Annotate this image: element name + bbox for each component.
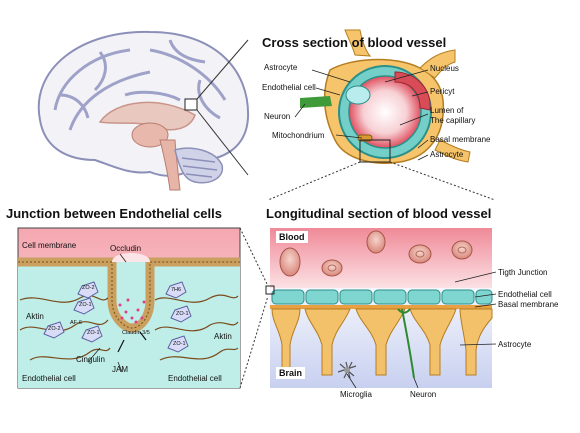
cross-leader-lines: [294, 69, 429, 161]
label-endothelial-right: Endothelial cell: [168, 374, 222, 383]
zoom-dotted-junction-bottom: [239, 295, 269, 389]
label-7h6: 7H6: [171, 287, 182, 293]
label-occludin: Occludin: [110, 244, 142, 253]
label-blood: Blood: [276, 231, 308, 243]
longitudinal-panel: [265, 228, 493, 388]
junction-panel: [17, 227, 241, 389]
longitudinal-title: Longitudinal section of blood vessel: [266, 206, 492, 221]
label-basal-membrane-cross: Basal membrane: [430, 135, 491, 144]
label-astrocyte-bottom: Astrocyte: [430, 150, 464, 159]
label-zo1-c: ZO-1: [176, 311, 189, 317]
label-cingulin: Cingulin: [76, 355, 105, 364]
label-tight-junction: Tigth Junction: [498, 268, 548, 277]
label-claudin: Claudin 3/5: [122, 330, 150, 336]
label-jam: JAM: [112, 365, 128, 374]
label-zo2-a: ZO-2: [82, 285, 95, 291]
label-mitochondrium: Mitochondrium: [272, 131, 325, 140]
label-neuron-long: Neuron: [410, 390, 437, 399]
brain-illustration: [37, 30, 250, 191]
label-lumen-2: The capillary: [430, 116, 476, 125]
label-zo1-d: ZO-1: [173, 341, 186, 347]
junction-title: Junction between Endothelial cells: [6, 206, 222, 221]
label-cell-membrane: Cell membrane: [22, 241, 77, 250]
label-aktin-right: Aktin: [214, 332, 232, 341]
label-zo1-a: ZO-1: [79, 302, 92, 308]
label-endothelial-left: Endothelial cell: [22, 374, 76, 383]
cross-section: [300, 29, 471, 164]
label-endothelial-long: Endothelial cell: [498, 290, 552, 299]
label-basal-membrane-long: Basal membrane: [498, 300, 559, 309]
zoom-dotted-left: [267, 161, 361, 201]
label-af6: AF-6: [70, 320, 82, 326]
label-zo2-b: ZO-2: [48, 326, 61, 332]
label-astrocyte-top: Astrocyte: [264, 63, 298, 72]
zoom-dotted-junction-top: [239, 227, 269, 287]
zoom-line-top: [196, 39, 249, 100]
label-zo1-b: ZO-1: [87, 330, 100, 336]
label-aktin-left: Aktin: [26, 312, 44, 321]
zoom-line-bottom: [196, 109, 249, 176]
label-endothelial-cell: Endothelial cell: [262, 83, 316, 92]
long-leader-lines: [346, 271, 497, 389]
junction-leader-lines: [87, 253, 127, 373]
label-lumen-1: Lumen of: [430, 106, 464, 115]
junction-arrows: [117, 331, 147, 353]
label-microglia: Microglia: [340, 390, 373, 399]
label-brain: Brain: [276, 367, 306, 379]
label-nucleus: Nucleus: [430, 64, 459, 73]
label-pericyt: Pericyt: [430, 87, 455, 96]
cross-section-title: Cross section of blood vessel: [262, 35, 447, 50]
zoom-dotted-right: [389, 161, 496, 201]
label-astrocyte-long: Astrocyte: [498, 340, 532, 349]
label-neuron: Neuron: [264, 112, 291, 121]
